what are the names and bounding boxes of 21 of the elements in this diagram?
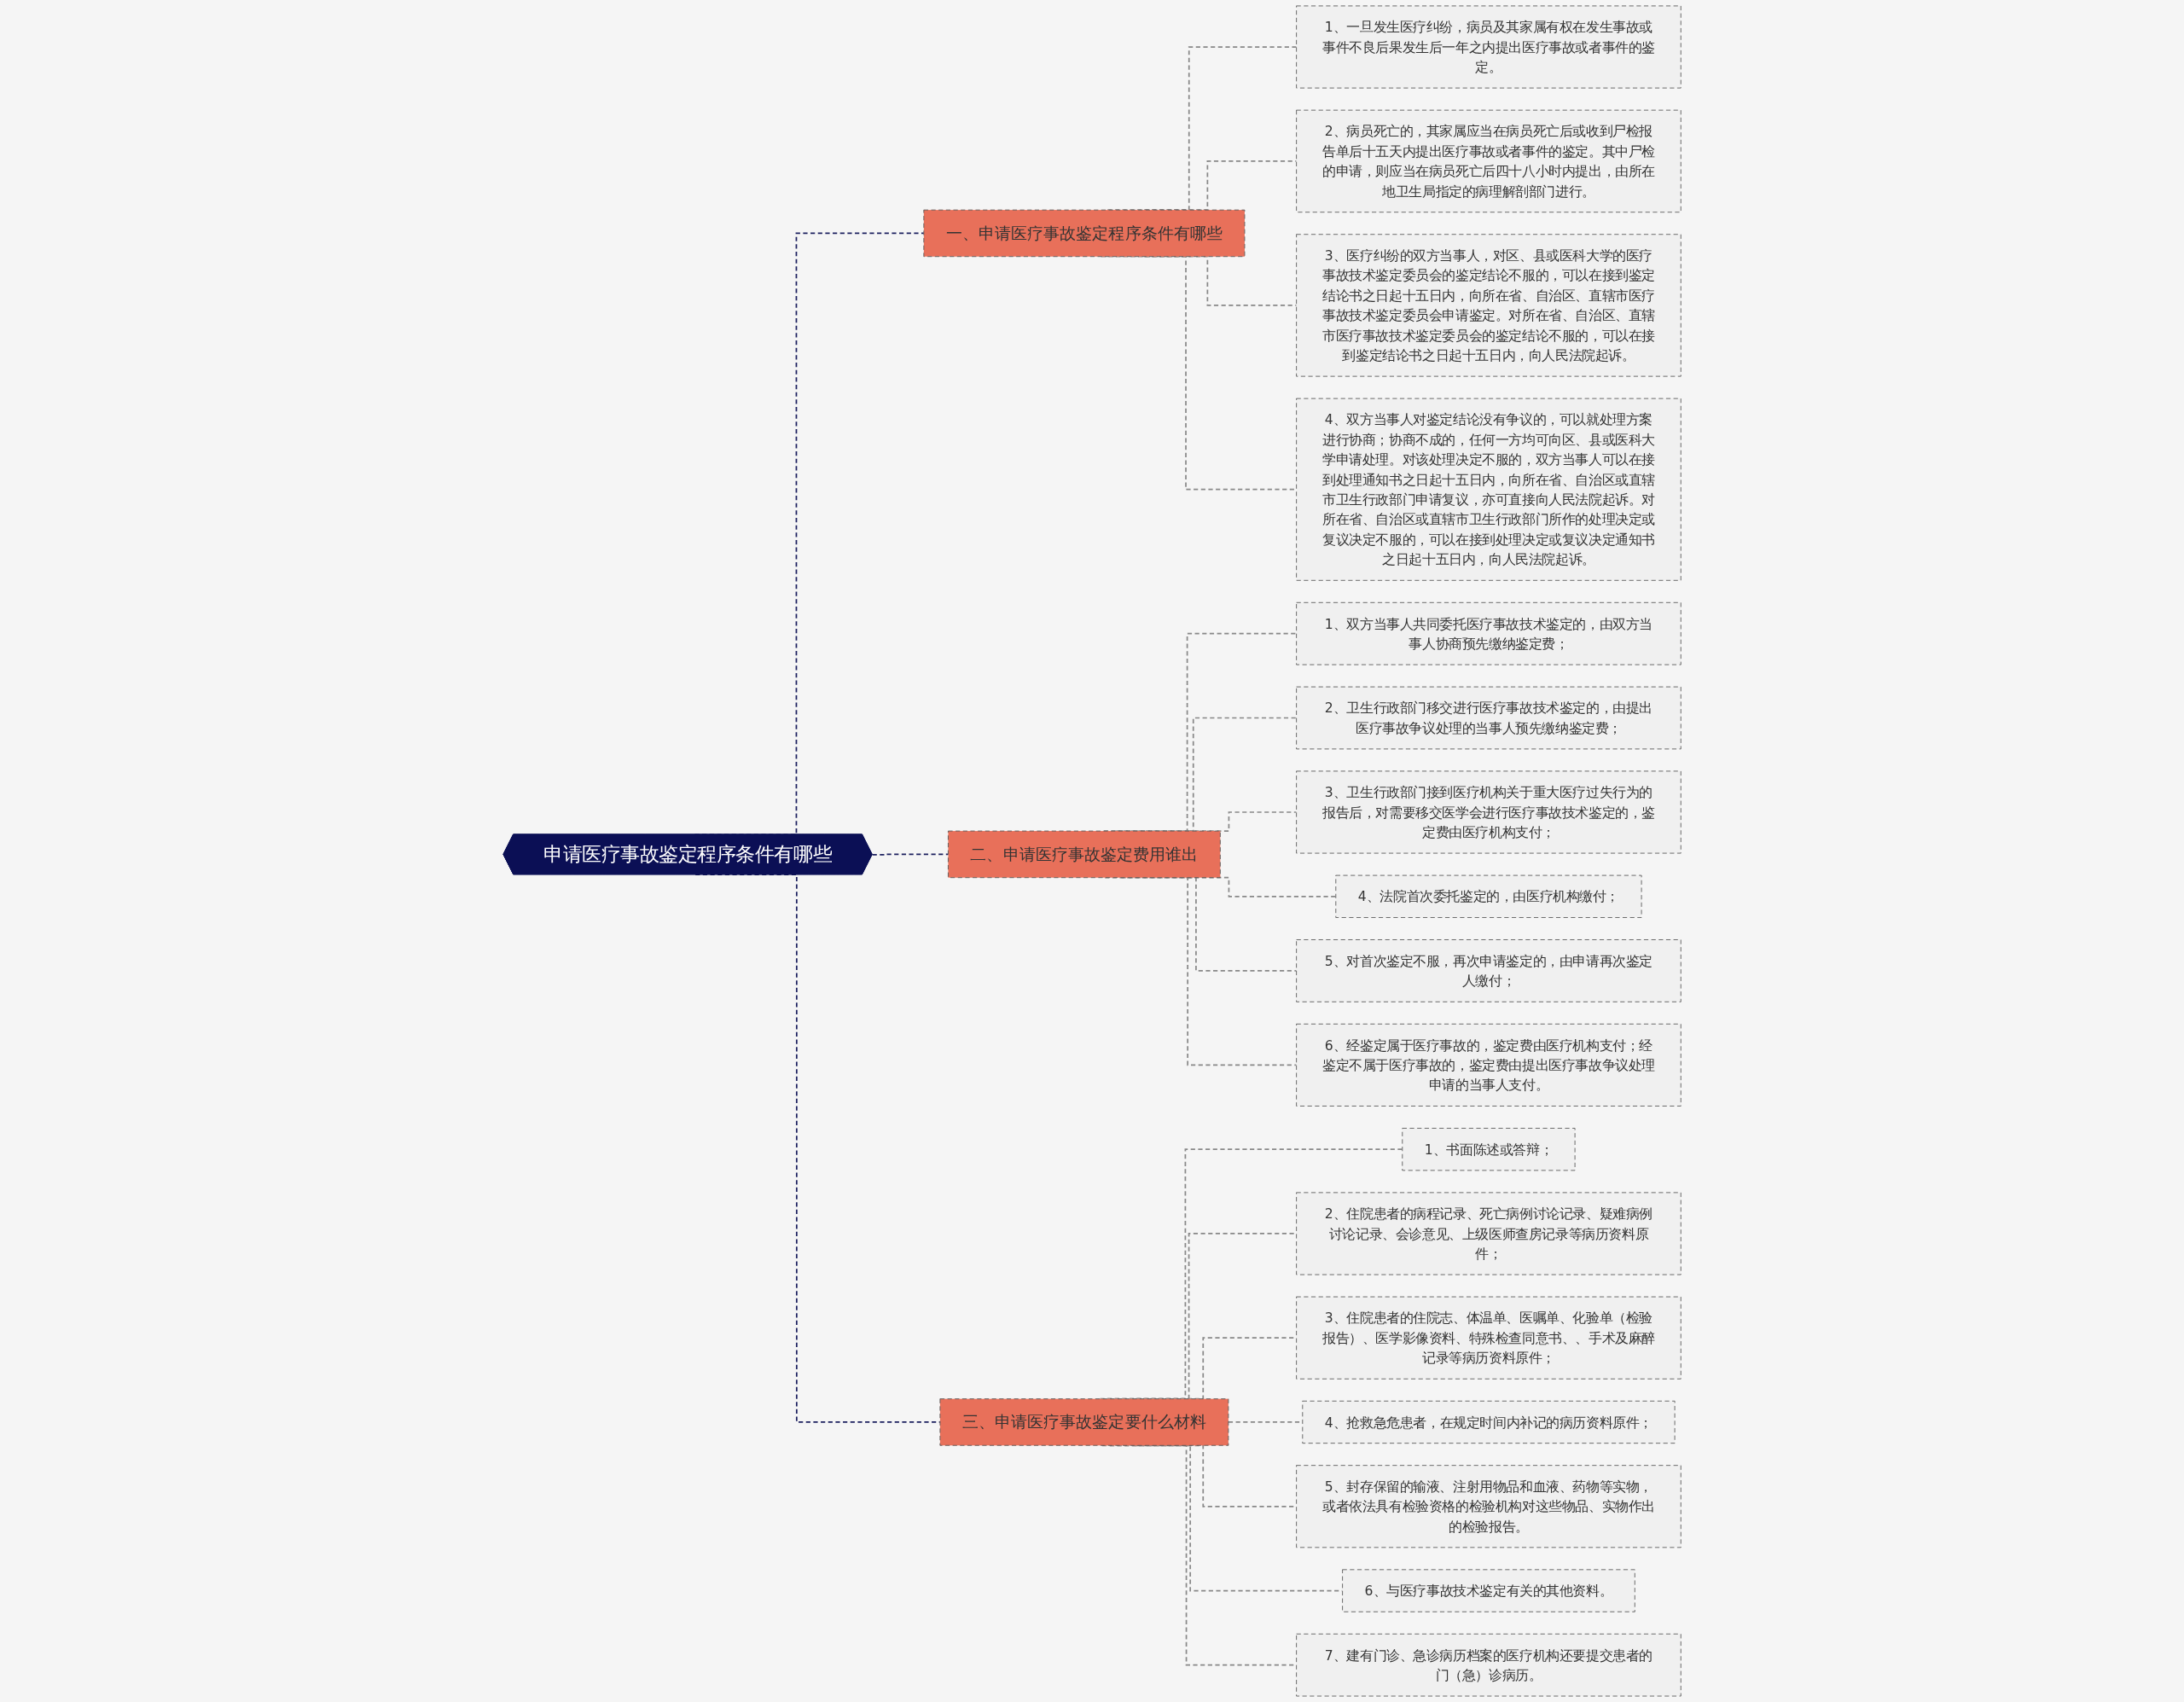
node-box: 4、抢救急危患者，在规定时间内补记的病历资料原件； xyxy=(1302,1400,1676,1444)
node-box: 6、与医疗事故技术鉴定有关的其他资料。 xyxy=(1342,1569,1635,1612)
node-box: 5、封存保留的输液、注射用物品和血液、药物等实物，或者依法具有检验资格的检验机构对这些物品、实物作出的检验报告。 xyxy=(1296,1465,1682,1548)
node-box: 3、卫生行政部门接到医疗机构关于重大医疗过失行为的报告后，对需要移交医学会进行医疗事故技术鉴定的，鉴定费由医疗机构支付； xyxy=(1296,770,1682,854)
node-box: 1、书面陈述或答辩； xyxy=(1402,1128,1576,1171)
node-box: 1、一旦发生医疗纠纷，病员及其家属有权在发生事故或事件不良后果发生后一年之内提出医疗事故或者事件的鉴定。 xyxy=(1296,5,1682,89)
connector xyxy=(871,853,950,856)
node-box: 2、卫生行政部门移交进行医疗事故技术鉴定的，由提出医疗事故争议处理的当事人预先缴纳鉴定费； xyxy=(1296,686,1682,750)
node-box: 3、住院患者的住院志、体温单、医嘱单、化验单（检验报告）、医学影像资料、特殊检查同意书、、手术及麻醉记录等病历资料原件； xyxy=(1296,1296,1682,1380)
node-box: 4、法院首次委托鉴定的，由医疗机构缴付； xyxy=(1335,874,1642,918)
node-box: 1、双方当事人共同委托医疗事故技术鉴定的，由双方当事人协商预先缴纳鉴定费； xyxy=(1296,601,1682,665)
node-box: 三、申请医疗事故鉴定要什么材料 xyxy=(939,1398,1229,1446)
node-box: 二、申请医疗事故鉴定费用谁出 xyxy=(947,830,1221,879)
node-box: 3、医疗纠纷的双方当事人，对区、县或医科大学的医疗事故技术鉴定委员会的鉴定结论不服的，可以在接到鉴定结论书之日起十五日内，向所在省、自治区、直辖市医疗事故技术鉴定委员会申请鉴定。对所在省、自治区、直辖市医疗事故技术鉴定委员会的鉴定结论不服的，可以在接到鉴定结论书之日起十五日内，向人民法院起诉。 xyxy=(1296,234,1682,377)
node-box: 6、经鉴定属于医疗事故的，鉴定费由医疗机构支付；经鉴定不属于医疗事故的，鉴定费由提出医疗事故争议处理申请的当事人支付。 xyxy=(1296,1023,1682,1107)
node-box: 7、建有门诊、急诊病历档案的医疗机构还要提交患者的门（急）诊病历。 xyxy=(1296,1633,1682,1697)
node-box: 4、双方当事人对鉴定结论没有争议的，可以就处理方案进行协商；协商不成的，任何一方均可向区、县或医科大学申请处理。对该处理决定不服的，双方当事人可以在接到处理通知书之日起十五日内，向所在省、自治区或直辖市卫生行政部门申请复议，亦可直接向人民法院起诉。对所在省、自治区或直辖市卫生行政部门所作的处理决定或复议决定不服的，可以在接到处理决定或复议决定通知书之日起十五日内，向人民法院起诉。 xyxy=(1296,398,1682,581)
node-box: 一、申请医疗事故鉴定程序条件有哪些 xyxy=(923,209,1246,258)
node-box: 2、住院患者的病程记录、死亡病例讨论记录、疑难病例讨论记录、会诊意见、上级医师查房记录等病历资料原件； xyxy=(1296,1192,1682,1275)
node-box: 2、病员死亡的，其家属应当在病员死亡后或收到尸检报告单后十五天内提出医疗事故或者事件的鉴定。其中尸检的申请，则应当在病员死亡后四十八小时内提出，由所在地卫生局指定的病理解剖部门进行。 xyxy=(1296,109,1682,213)
node-box: 5、对首次鉴定不服，再次申请鉴定的，由申请再次鉴定人缴付； xyxy=(1296,939,1682,1002)
